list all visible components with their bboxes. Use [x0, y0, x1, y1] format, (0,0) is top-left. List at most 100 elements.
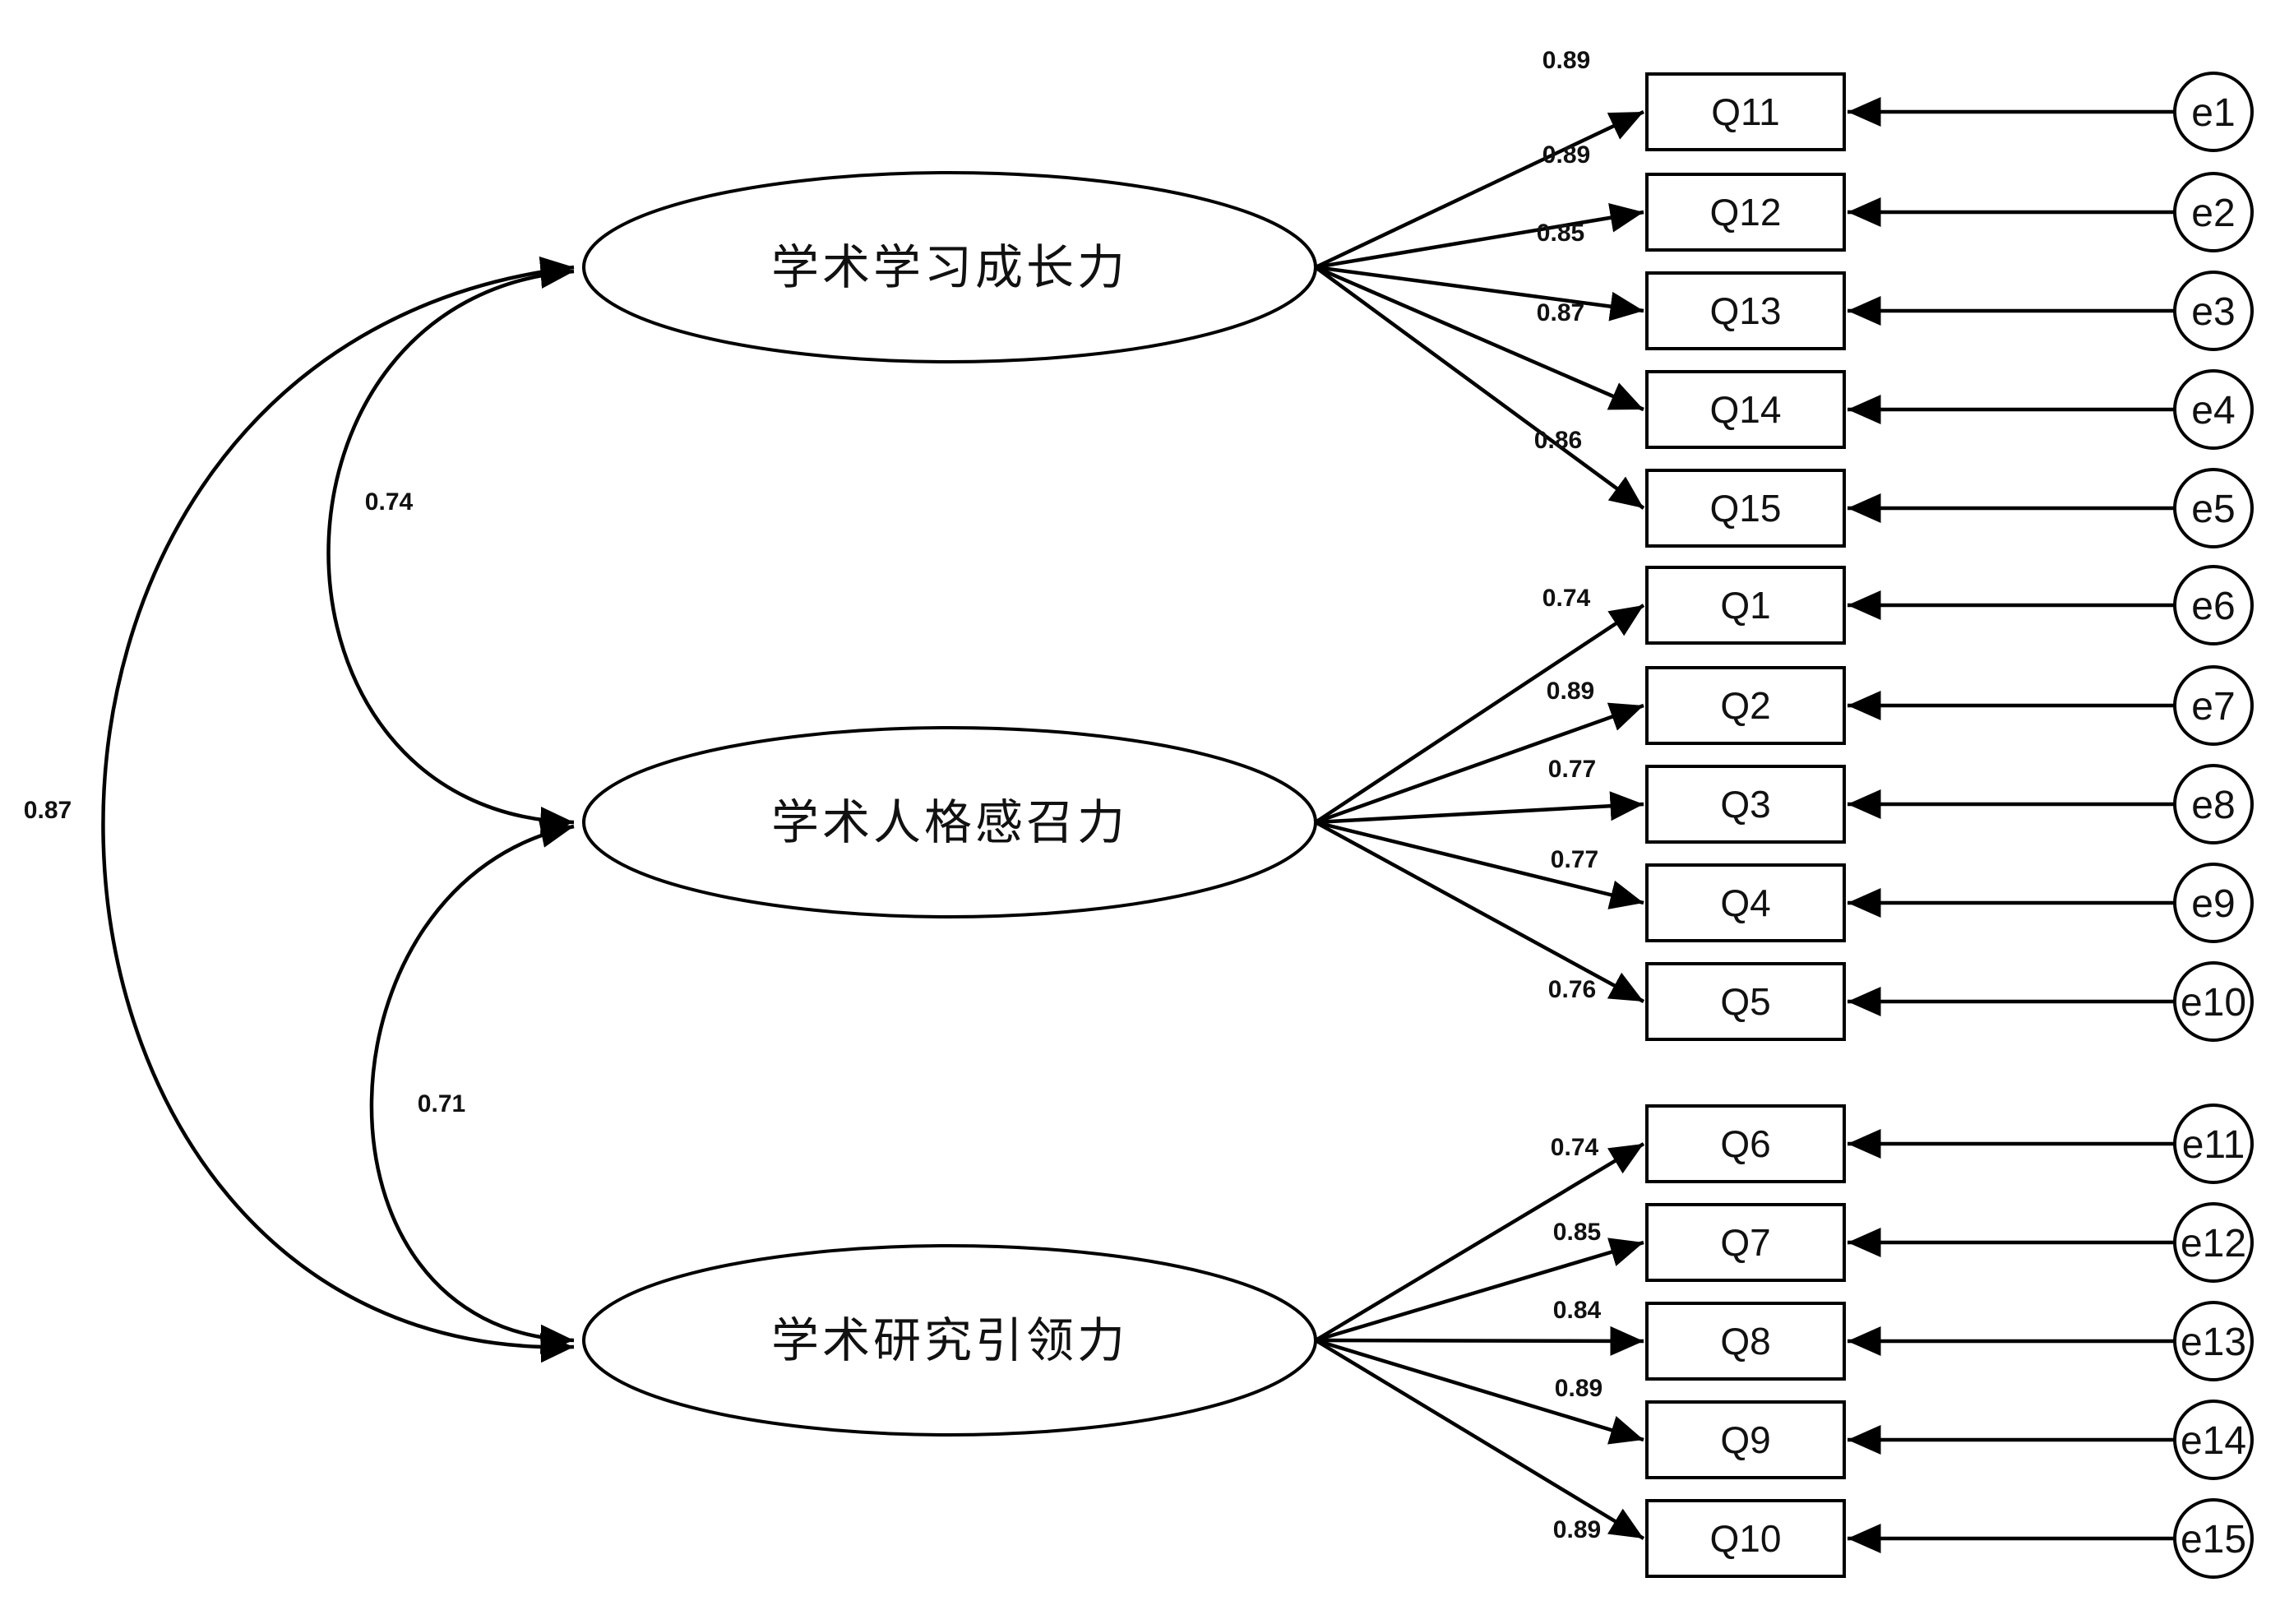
loading-arrow	[1315, 265, 1644, 412]
loading-arrow	[1314, 1142, 1645, 1342]
indicator-label: Q15	[1710, 487, 1782, 530]
error-label: e8	[2191, 784, 2235, 827]
latent-factor-label: 学术人格感召力	[771, 794, 1128, 850]
indicator-box	[1645, 765, 1846, 844]
error-label: e10	[2181, 981, 2246, 1025]
error-label: e15	[2181, 1518, 2246, 1562]
indicator-box	[1645, 173, 1846, 252]
loading-value: 0.89	[1555, 1375, 1602, 1402]
loading-arrow	[1314, 821, 1645, 1003]
error-term	[2173, 468, 2254, 548]
indicator-label: Q4	[1720, 881, 1770, 924]
loading-arrow	[1315, 109, 1644, 270]
error-term	[2173, 565, 2254, 645]
indicator-box	[1645, 1302, 1846, 1381]
indicator-box	[1645, 469, 1846, 548]
loading-value: 0.89	[1542, 47, 1590, 74]
latent-factor-2	[582, 726, 1317, 918]
loading-arrow	[1314, 604, 1645, 824]
error-label: e1	[2191, 91, 2235, 135]
loading-value: 0.86	[1534, 427, 1582, 454]
indicator-box	[1645, 72, 1846, 151]
correlation-value: 0.71	[418, 1090, 465, 1117]
indicator-label: Q7	[1720, 1221, 1770, 1264]
loading-value: 0.85	[1537, 220, 1584, 247]
error-term	[2173, 764, 2254, 844]
error-term	[2173, 863, 2254, 943]
indicator-label: Q12	[1710, 191, 1782, 234]
indicator-label: Q6	[1720, 1122, 1770, 1165]
error-label: e13	[2181, 1321, 2246, 1364]
indicator-label: Q13	[1710, 289, 1782, 332]
loading-arrow	[1315, 1238, 1644, 1343]
error-label: e3	[2191, 290, 2235, 334]
error-label: e2	[2191, 192, 2235, 235]
correlation-curve	[326, 259, 575, 836]
indicator-box	[1645, 1104, 1846, 1183]
loading-value: 0.76	[1548, 976, 1596, 1003]
indicator-box	[1645, 1400, 1846, 1479]
loading-arrow	[1314, 1339, 1645, 1540]
indicator-box	[1645, 1499, 1846, 1578]
latent-factor-label: 学术学习成长力	[771, 239, 1128, 295]
loading-arrow	[1315, 820, 1644, 909]
error-label: e4	[2191, 389, 2235, 433]
loading-arrow	[1315, 702, 1644, 825]
correlation-curve	[369, 818, 575, 1354]
loading-value: 0.74	[1542, 585, 1591, 612]
loading-arrow	[1315, 1338, 1644, 1445]
loading-arrow	[1314, 266, 1645, 510]
error-label: e14	[2181, 1419, 2246, 1463]
loading-value: 0.89	[1553, 1516, 1601, 1543]
error-term	[2173, 271, 2254, 351]
indicator-box	[1645, 566, 1846, 645]
indicator-box	[1645, 666, 1846, 745]
error-label: e12	[2181, 1222, 2246, 1265]
error-term	[2173, 72, 2254, 152]
indicator-label: Q5	[1720, 980, 1770, 1023]
error-term	[2173, 369, 2254, 450]
loading-arrow	[1315, 791, 1644, 825]
error-term	[2173, 1103, 2254, 1184]
latent-factor-label: 学术研究引领力	[771, 1312, 1128, 1368]
loading-arrow	[1315, 265, 1644, 322]
correlation-curve	[101, 256, 575, 1363]
error-label: e7	[2191, 685, 2235, 729]
indicator-label: Q1	[1720, 584, 1770, 627]
loading-value: 0.85	[1553, 1219, 1601, 1246]
indicator-box	[1645, 370, 1846, 449]
error-label: e11	[2182, 1123, 2245, 1167]
indicator-label: Q9	[1720, 1418, 1770, 1461]
indicator-label: Q11	[1711, 90, 1780, 133]
loading-value: 0.89	[1542, 141, 1590, 169]
error-term	[2173, 1202, 2254, 1283]
indicator-box	[1645, 863, 1846, 942]
loading-value: 0.74	[1551, 1134, 1599, 1161]
indicator-box	[1645, 271, 1846, 350]
latent-factor-3	[582, 1244, 1317, 1437]
loading-value: 0.87	[1537, 299, 1584, 326]
loading-value: 0.89	[1547, 678, 1594, 705]
error-label: e6	[2191, 585, 2235, 628]
latent-factor-1	[582, 171, 1317, 363]
error-term	[2173, 1301, 2254, 1381]
loading-arrow	[1315, 1326, 1644, 1356]
indicator-label: Q3	[1720, 783, 1770, 826]
error-label: e9	[2191, 882, 2235, 926]
correlation-value: 0.87	[24, 797, 72, 824]
loading-arrow	[1315, 202, 1644, 270]
error-term	[2173, 172, 2254, 252]
indicator-box	[1645, 962, 1846, 1041]
indicator-label: Q14	[1710, 388, 1782, 431]
indicator-box	[1645, 1203, 1846, 1282]
error-term	[2173, 961, 2254, 1042]
error-term	[2173, 1498, 2254, 1579]
loading-value: 0.77	[1548, 756, 1596, 783]
correlation-value: 0.74	[365, 488, 414, 516]
loading-value: 0.84	[1553, 1297, 1602, 1324]
indicator-label: Q2	[1720, 684, 1770, 727]
indicator-label: Q8	[1720, 1320, 1770, 1363]
error-term	[2173, 665, 2254, 746]
loading-value: 0.77	[1551, 846, 1598, 873]
